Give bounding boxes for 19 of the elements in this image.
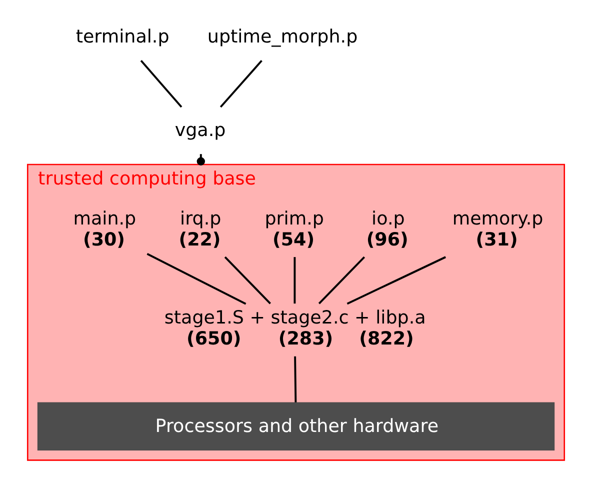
node-text: memory.p (31)	[452, 208, 544, 251]
connector	[146, 253, 246, 305]
connector	[294, 356, 297, 402]
node-text: io.p (96)	[366, 208, 408, 251]
node-text: main.p (30)	[73, 208, 136, 251]
node-text: terminal.p	[76, 26, 170, 48]
connector	[140, 60, 182, 108]
connector	[196, 154, 205, 166]
connector	[220, 60, 262, 108]
node-text: stage1.S + stage2.c + libp.a (650) (283) (822)	[164, 308, 426, 350]
connector	[224, 256, 271, 304]
connector	[318, 256, 366, 304]
node-box: Processors and other hardware	[37, 402, 555, 450]
node-text: uptime_morph.p	[207, 26, 358, 48]
connector	[346, 256, 446, 305]
node-text: irq.p (22)	[178, 208, 222, 251]
connector	[294, 257, 296, 304]
node-text: prim.p (54)	[264, 208, 324, 251]
node-text: vga.p	[174, 120, 226, 142]
